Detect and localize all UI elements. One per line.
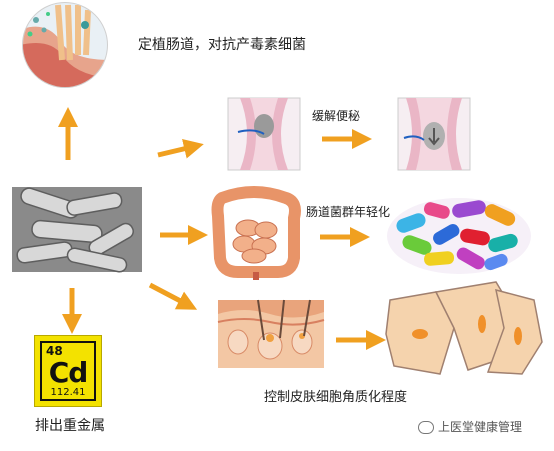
arrow-downright: [148, 282, 198, 310]
atomic-mass: 112.41: [50, 387, 86, 398]
watermark-text: 上医堂健康管理: [438, 420, 523, 434]
gut-flora-cluster: [387, 198, 531, 274]
wechat-icon: [418, 421, 434, 434]
cadmium-element-card: 48 Cd 112.41: [34, 335, 102, 407]
colonize-label: 定植肠道，对抗产毒素细菌: [138, 37, 306, 53]
relieve-constipation-label: 缓解便秘: [312, 109, 361, 123]
skin-cells-illustration: [385, 281, 543, 375]
bacteria-micrograph: [12, 187, 142, 273]
constipated-intestine-illustration: [227, 97, 301, 171]
watermark: 上医堂健康管理: [418, 418, 522, 435]
skin-keratinization-label: 控制皮肤细胞角质化程度: [264, 390, 408, 405]
skin-cross-section: [217, 299, 325, 368]
atomic-number: 48: [46, 344, 63, 358]
heavy-metal-label: 排出重金属: [35, 418, 105, 434]
arrow-upright: [157, 139, 204, 159]
rejuvenate-flora-label: 肠道菌群年轻化: [306, 205, 391, 219]
intestines-illustration: [211, 186, 301, 280]
relieved-intestine-illustration: [397, 97, 471, 171]
element-symbol: Cd: [48, 356, 89, 389]
